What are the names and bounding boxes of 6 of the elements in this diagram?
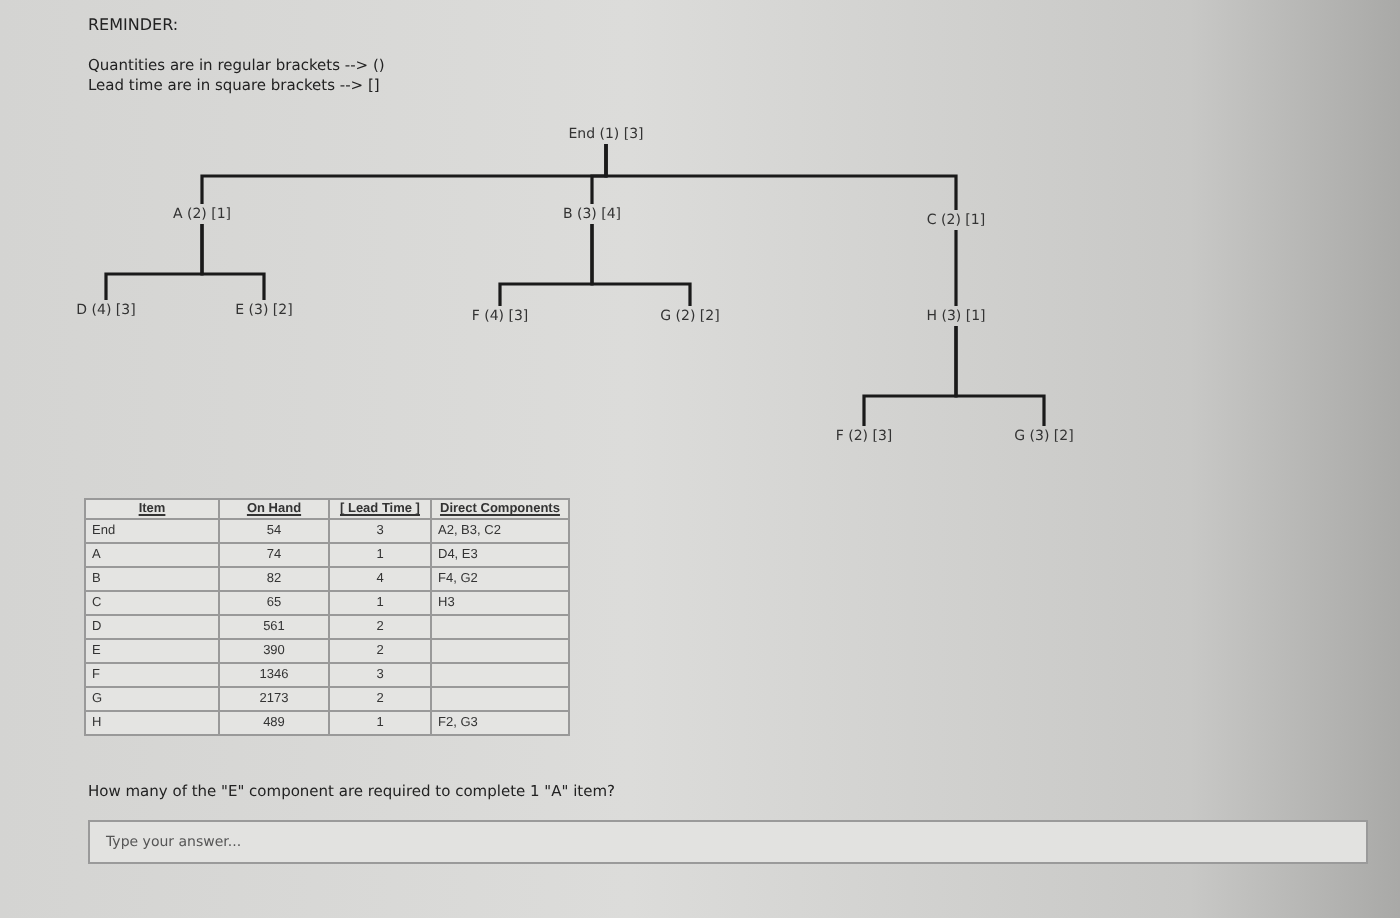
connector-line	[590, 224, 692, 306]
connector-line	[200, 224, 266, 300]
connector-line	[604, 144, 958, 210]
connector-line	[954, 230, 958, 306]
heading: REMINDER:	[88, 16, 179, 34]
connector-line	[954, 326, 1046, 426]
